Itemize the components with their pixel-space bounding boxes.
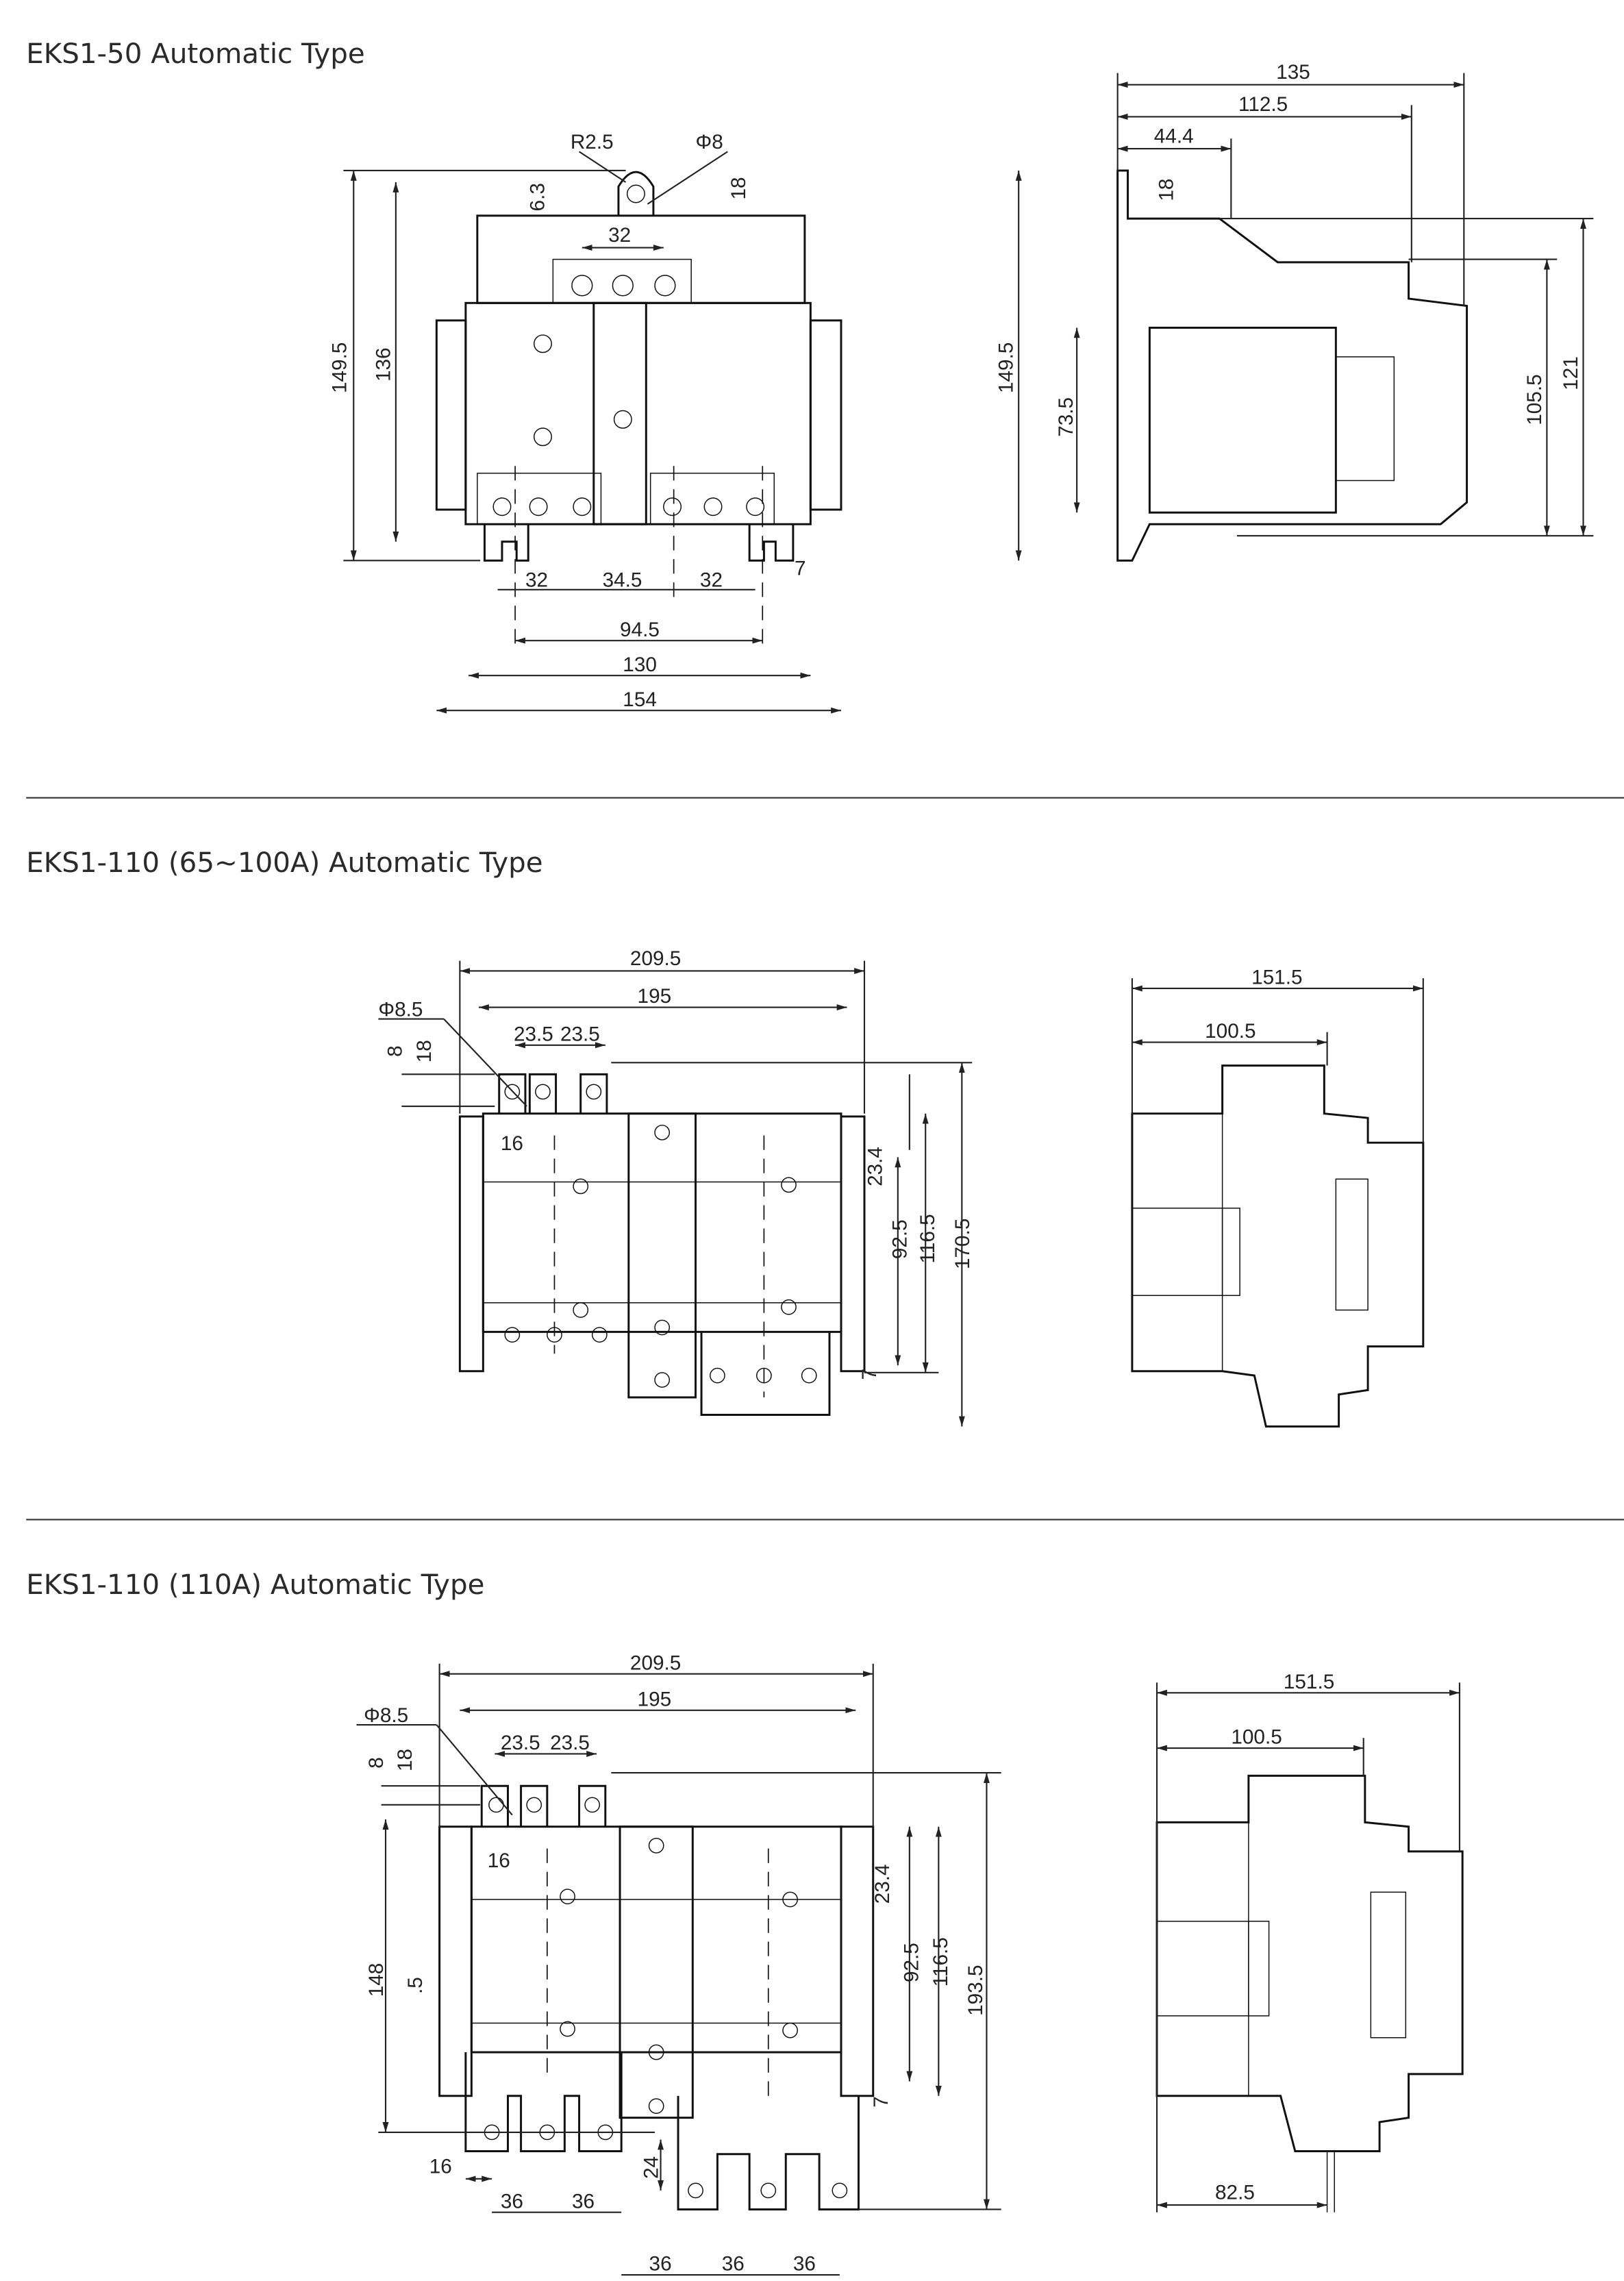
eks1-110-65-100a-side-view	[1131, 978, 1425, 1428]
dim-8: 8	[365, 1757, 388, 1769]
dim-24: 24	[640, 2156, 662, 2179]
dim-100-5: 100.5	[1231, 1726, 1282, 1749]
dim-7: 7	[858, 1369, 881, 1380]
dim-32-right: 32	[700, 569, 723, 592]
eks1-110-65-100a-front-view	[378, 960, 973, 1427]
dim-32-left: 32	[525, 569, 548, 592]
dim-121: 121	[1560, 356, 1582, 390]
dim-94-5: 94.5	[620, 619, 660, 641]
dim-36-b: 36	[572, 2190, 595, 2213]
dim-73-5: 73.5	[1055, 397, 1077, 437]
dim-7: 7	[870, 2096, 892, 2108]
dim-7: 7	[795, 558, 806, 580]
dim-18: 18	[394, 1749, 416, 1771]
dim-92-5: 92.5	[901, 1943, 923, 1982]
dim-23-4: 23.4	[864, 1147, 886, 1186]
dim-135: 135	[1276, 61, 1310, 84]
dim-phi8-5: Φ8.5	[378, 998, 423, 1021]
dim-r2-5: R2.5	[571, 131, 614, 153]
dim-6-3: 6.3	[527, 183, 549, 211]
dim-36-c: 36	[649, 2253, 672, 2276]
dim-193-5: 193.5	[964, 1965, 987, 2015]
dim-148: 148	[365, 1963, 388, 1997]
dim-170-5: 170.5	[951, 1219, 974, 1269]
dim-149-5: 149.5	[329, 342, 351, 393]
dim-195: 195	[638, 985, 672, 1008]
dim-32-top: 32	[608, 224, 631, 247]
dim-16-bottom: 16	[429, 2155, 452, 2178]
eks1-110-110a-front-view	[356, 1663, 1001, 2276]
eks1-50-front-view	[343, 151, 842, 714]
dim-149-5-side: 149.5	[995, 342, 1018, 393]
dim-point-5: .5	[404, 1977, 427, 1994]
dim-136: 136	[372, 347, 395, 382]
dim-116-5: 116.5	[916, 1214, 939, 1263]
dim-16-top: 16	[488, 1849, 510, 1872]
dim-92-5: 92.5	[889, 1219, 912, 1259]
dim-151-5: 151.5	[1284, 1671, 1334, 1693]
dim-23-4: 23.4	[871, 1864, 894, 1904]
dim-151-5: 151.5	[1251, 967, 1302, 989]
dim-18: 18	[413, 1040, 436, 1062]
eks1-50-side-view	[1015, 73, 1594, 562]
dim-phi8-5: Φ8.5	[364, 1704, 408, 1727]
dim-100-5: 100.5	[1205, 1020, 1256, 1043]
dim-23-5-b: 23.5	[550, 1732, 590, 1754]
eks1-110-110a-side-view	[1155, 1682, 1464, 2213]
dim-44-4: 44.4	[1154, 125, 1194, 148]
dim-116-5: 116.5	[929, 1937, 952, 1986]
dim-16: 16	[501, 1132, 523, 1155]
dim-154: 154	[623, 688, 657, 711]
dim-36-a: 36	[501, 2190, 523, 2213]
section-title-eks1-110-110a: EKS1-110 (110A) Automatic Type	[26, 1569, 484, 1601]
dim-82-5: 82.5	[1215, 2182, 1255, 2204]
dim-112-5: 112.5	[1238, 93, 1288, 116]
dim-18: 18	[727, 177, 750, 199]
dim-23-5-a: 23.5	[501, 1732, 540, 1754]
dim-phi8: Φ8	[696, 131, 723, 153]
dim-36-e: 36	[793, 2253, 816, 2276]
dim-195: 195	[638, 1688, 672, 1710]
dim-209-5: 209.5	[630, 1651, 681, 1674]
section-title-eks1-110-65-100a: EKS1-110 (65~100A) Automatic Type	[26, 847, 542, 879]
section-title-eks1-50: EKS1-50 Automatic Type	[26, 38, 365, 70]
dim-36-d: 36	[722, 2253, 745, 2276]
dim-8: 8	[384, 1045, 406, 1057]
dim-130: 130	[623, 653, 657, 676]
dim-23-5-a: 23.5	[514, 1023, 553, 1045]
dim-34-5: 34.5	[603, 569, 642, 592]
dim-23-5-b: 23.5	[560, 1023, 600, 1045]
dim-209-5: 209.5	[630, 947, 681, 970]
dim-18-side: 18	[1155, 179, 1177, 201]
dim-105-5: 105.5	[1523, 374, 1546, 425]
